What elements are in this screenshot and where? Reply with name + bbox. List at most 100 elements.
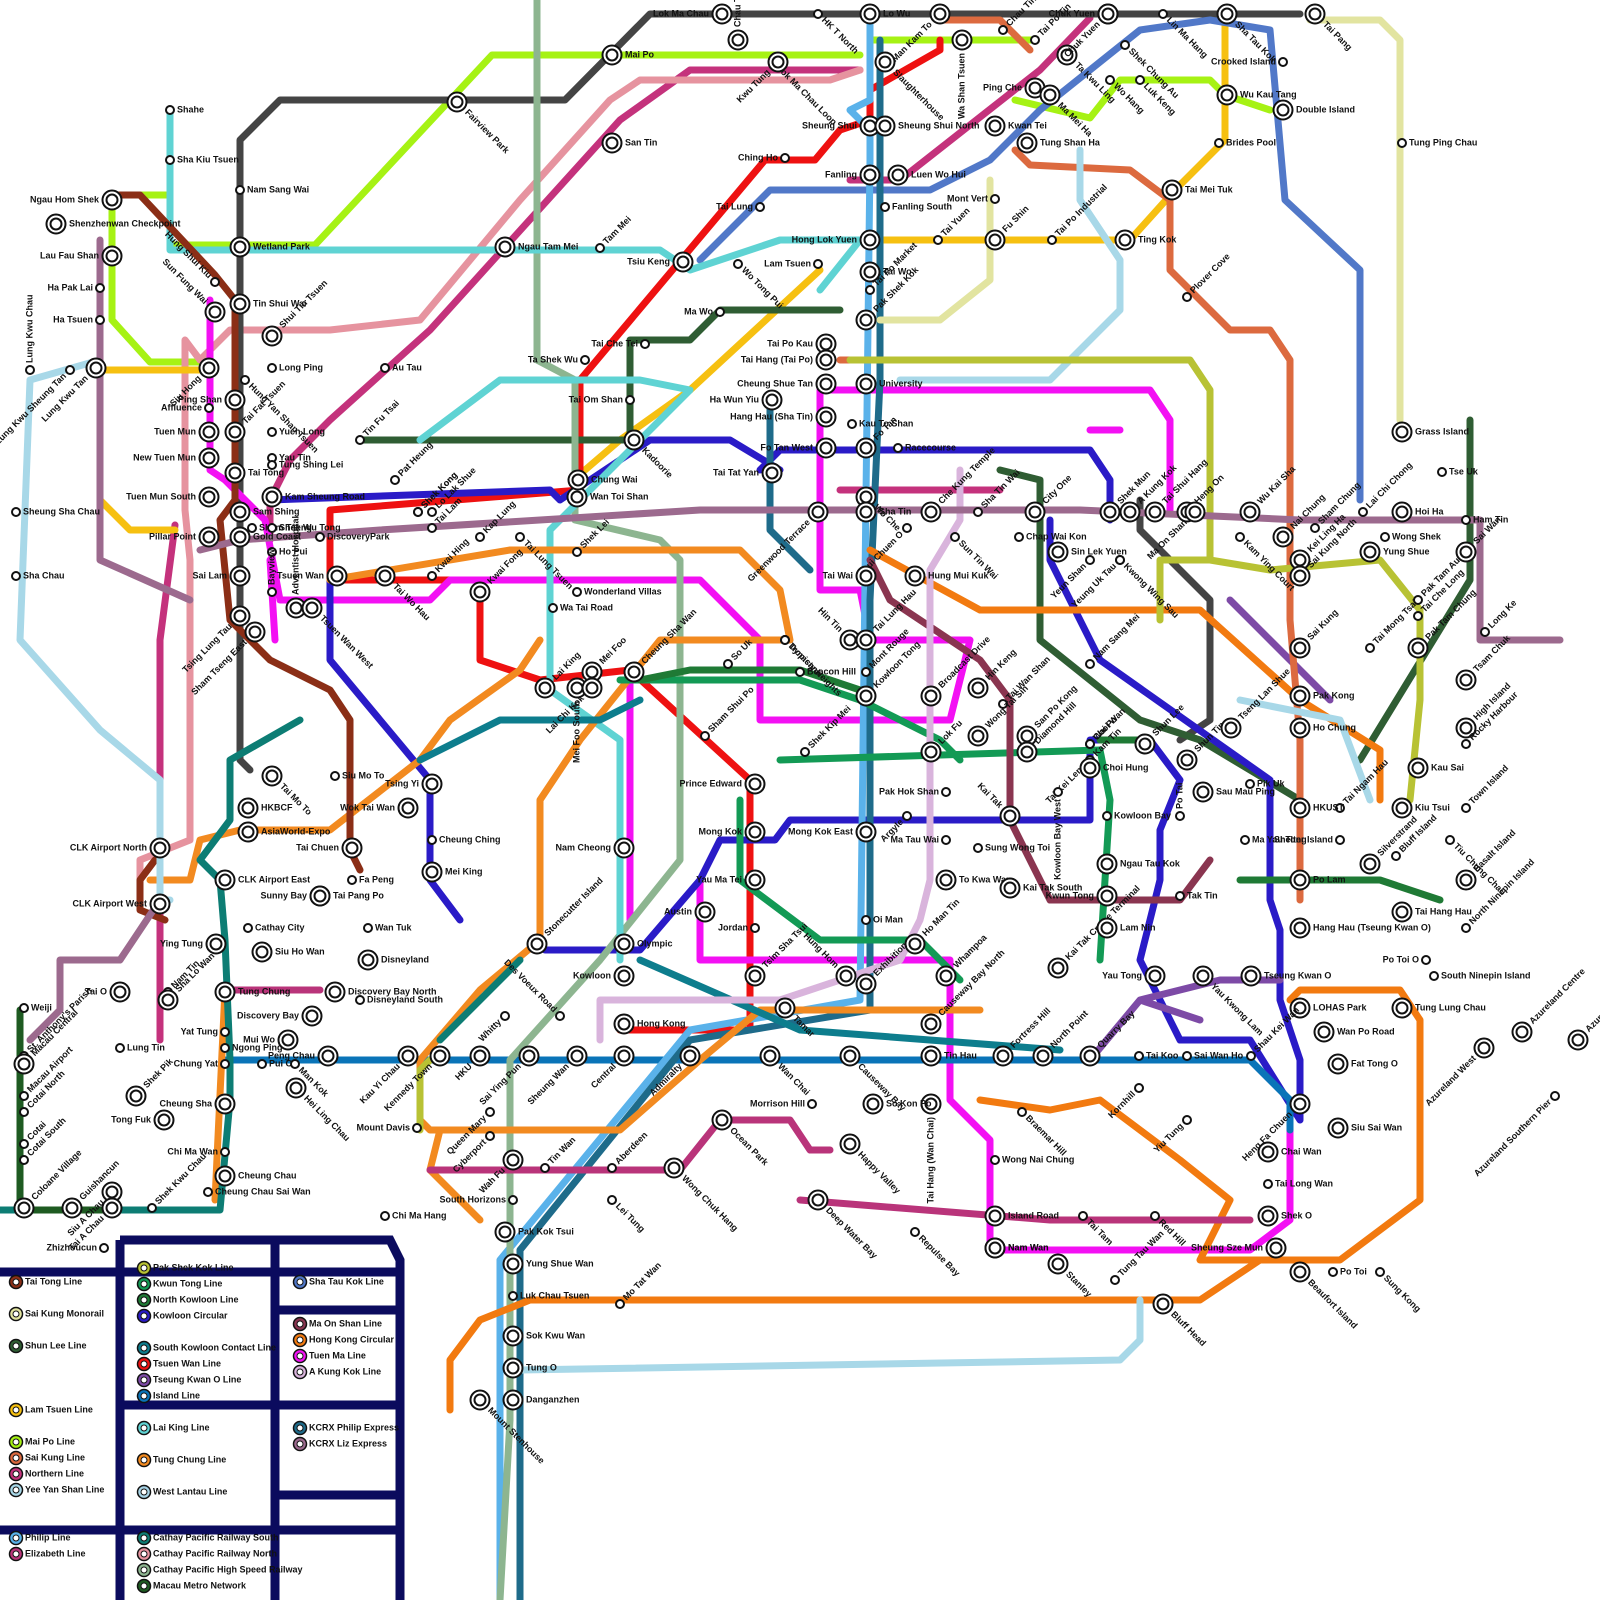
station[interactable]: Sham Shui Po — [701, 684, 756, 740]
station[interactable]: Austin — [664, 903, 715, 922]
station[interactable]: South Horizons — [440, 1194, 518, 1204]
station[interactable]: Ha Pak Lai — [47, 282, 104, 292]
station[interactable]: Grass Island — [1393, 423, 1470, 442]
station[interactable]: Nam Sang Wai — [236, 184, 309, 194]
station[interactable]: Des Voeux Road — [502, 957, 564, 1020]
station[interactable]: Wong Nai Chung — [991, 1154, 1074, 1164]
station[interactable]: HKUST — [1291, 799, 1345, 818]
station[interactable]: Shahe — [166, 104, 204, 114]
station[interactable]: Kau Yi Chau — [358, 1047, 418, 1106]
station[interactable]: Fat Tong O — [1329, 1055, 1398, 1074]
station[interactable]: Tse Uk — [1438, 466, 1479, 476]
station[interactable]: HKBCF — [239, 799, 293, 818]
station[interactable]: Tai Tat Yan — [713, 464, 782, 483]
station[interactable]: Cheung Sha — [159, 1095, 234, 1114]
station[interactable]: Tin Wan — [541, 1135, 577, 1172]
station[interactable]: Cheung Shue Tan — [737, 375, 835, 394]
station[interactable]: Yung Shue — [1361, 543, 1430, 562]
station[interactable]: Double Island — [1274, 101, 1356, 120]
station[interactable]: Wa Shan Tsuen — [953, 31, 972, 120]
station[interactable]: Sha Lo Wan — [159, 951, 217, 1010]
station[interactable]: Ha Tsuen — [53, 314, 104, 324]
station[interactable]: LOHAS Park — [1291, 999, 1368, 1018]
station[interactable]: Po Tai — [1174, 783, 1184, 820]
station[interactable]: Wonderland Villas — [573, 586, 662, 596]
station[interactable]: Kiu Tsui — [1393, 799, 1450, 818]
station[interactable]: Chap Wai Kon — [1015, 531, 1087, 541]
station[interactable]: AsiaWorld-Expo — [239, 823, 331, 842]
station[interactable]: Crooked Island — [1211, 56, 1287, 66]
station[interactable]: Lam Tsuen — [764, 258, 822, 268]
station[interactable]: Stanley — [1049, 1255, 1094, 1299]
station[interactable]: Nam Cheong — [555, 839, 633, 858]
station[interactable]: Au Tau — [381, 362, 422, 372]
station[interactable]: Ma Mei Ha — [1041, 86, 1095, 140]
station[interactable]: Tai Mei Tuk — [1163, 181, 1234, 200]
station[interactable]: Tai Pang — [1306, 5, 1355, 53]
station[interactable]: Hin Tin — [816, 605, 859, 649]
station[interactable]: Cathay City — [244, 922, 305, 932]
station[interactable]: Sai Kung — [1291, 607, 1340, 657]
station[interactable]: Central — [589, 1047, 634, 1091]
station[interactable]: Yau Tong — [1102, 967, 1164, 986]
station[interactable]: Lok Ma Chau — [653, 5, 732, 24]
station[interactable]: Luk Chau Tsuen — [509, 1290, 589, 1300]
station[interactable]: Morrison Hill — [750, 1098, 816, 1108]
station[interactable]: Cheung Ching — [428, 834, 501, 844]
station[interactable]: Tai Long Wan — [1264, 1178, 1333, 1188]
station[interactable]: Tai Wo Hau — [376, 567, 433, 623]
station[interactable]: Nam Wan — [986, 1239, 1049, 1258]
station[interactable]: Sung Wong Toi — [974, 842, 1050, 852]
station[interactable]: Azureland East — [1569, 981, 1600, 1050]
station[interactable]: Tam Mei — [596, 214, 633, 252]
station[interactable]: Yuen Long — [268, 426, 325, 436]
station[interactable]: Tai Chuen — [296, 839, 361, 858]
station[interactable]: Ha Wun Yiu — [710, 391, 782, 410]
station[interactable]: Wong Shek — [1381, 531, 1442, 541]
station[interactable]: Tung Tau Wan — [1111, 1228, 1166, 1284]
station[interactable]: Ching Ho — [738, 152, 789, 162]
station[interactable]: Lung Tin — [116, 1042, 165, 1052]
station[interactable]: Long Ke — [1481, 598, 1518, 636]
station[interactable]: CLK Airport West — [72, 895, 169, 914]
station[interactable]: Cheung Chau Sai Wan — [204, 1186, 311, 1196]
station[interactable]: Sai Lam — [192, 567, 249, 586]
station[interactable]: Ta Shek Wu — [528, 354, 589, 364]
station[interactable]: Ma Tau Wai — [890, 834, 950, 844]
station[interactable]: Sunny Bay — [260, 887, 329, 906]
station[interactable]: South Ninepin Island — [1430, 970, 1531, 980]
station[interactable]: Sung Kong — [1376, 1268, 1423, 1314]
station[interactable]: Shek Kwu Chau — [148, 1151, 208, 1212]
station[interactable]: Ngau Hom Shek — [30, 191, 122, 210]
station[interactable]: Azureland West — [1423, 1039, 1493, 1108]
station[interactable]: Tak Tin — [1176, 890, 1218, 900]
station[interactable]: Jordan — [718, 922, 759, 932]
station[interactable]: Po Lam — [1291, 871, 1346, 890]
station[interactable]: Lei Tung — [608, 1196, 647, 1234]
station[interactable]: Tong Fuk — [111, 1111, 173, 1130]
station[interactable]: Hung Mui Kuk — [906, 567, 990, 586]
station[interactable]: Wan Chai — [761, 1047, 812, 1098]
station[interactable]: Hung Shui Kiu — [163, 229, 219, 286]
station[interactable]: Mei King — [423, 863, 483, 882]
station[interactable]: Tseung Kwan O — [1242, 967, 1332, 986]
station[interactable]: Shun Lee — [1136, 702, 1186, 753]
station[interactable]: Zhizhoucun — [47, 1242, 109, 1252]
station[interactable]: Tsiu Keng — [627, 253, 692, 272]
station[interactable]: Long Ping — [268, 362, 323, 372]
station[interactable]: Town Island — [1462, 763, 1510, 812]
station[interactable]: Pak Kok Tsui — [496, 1223, 574, 1242]
station[interactable]: Lung Kwu Chau — [24, 295, 34, 375]
station[interactable]: Lau Fau Shan — [40, 247, 122, 266]
station[interactable]: Choi Hung — [1081, 759, 1149, 778]
station[interactable]: Disneyland — [359, 951, 430, 970]
station[interactable]: New Tuen Mun — [133, 449, 218, 468]
station[interactable]: Shek Kip Mei — [801, 703, 853, 756]
station[interactable]: Tai Wai — [822, 567, 875, 586]
station[interactable]: Kowloon Bay West — [1052, 788, 1062, 880]
station[interactable]: Tsuen Wan — [277, 567, 347, 586]
station[interactable]: Discovery Bay — [237, 1007, 322, 1026]
station[interactable]: Hong Lok Yuen — [792, 231, 880, 250]
station[interactable]: Tung Chung — [216, 983, 291, 1002]
station[interactable]: DiscoveryPark — [316, 531, 391, 541]
